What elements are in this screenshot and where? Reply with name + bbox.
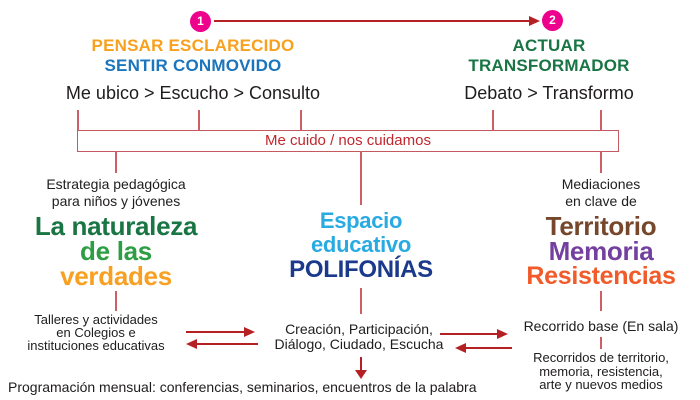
recorrido-base-label: Recorrido base (En sala) — [523, 318, 679, 334]
left-detail-connector — [115, 291, 117, 311]
recorridos-line2: memoria, resistencia, — [539, 363, 663, 379]
espacio-title-line1: Espacio — [319, 208, 403, 233]
right-branch-connector — [600, 151, 602, 173]
talleres-line1: Talleres y actividades — [34, 312, 158, 327]
naturaleza-title-line1: La naturaleza — [34, 211, 198, 241]
memoria-title: Memoria — [548, 236, 654, 266]
center-to-right-arrow-icon — [497, 329, 508, 339]
connector-tick-3 — [300, 110, 302, 130]
left-to-center-arrow-icon — [244, 327, 255, 337]
flow-arrow-shaft — [214, 20, 529, 22]
connector-tick-2 — [198, 110, 200, 130]
step-2-badge: 2 — [542, 10, 563, 31]
center-to-left-arrow-icon — [186, 339, 197, 349]
naturaleza-title-line2: de las — [80, 236, 152, 266]
me-cuido-label: Me cuido / nos cuidamos — [265, 132, 431, 149]
estrategia-line1: Estrategia pedagógica — [46, 176, 186, 192]
transformador-label: TRANSFORMADOR — [468, 56, 630, 75]
talleres-line3: instituciones educativas — [27, 338, 165, 353]
recorrido-sub-connector — [600, 337, 602, 349]
estrategia-line2: para niños y jóvenes — [51, 193, 181, 209]
right-detail-connector — [600, 291, 602, 311]
mediaciones-line2: en clave de — [565, 193, 637, 209]
talleres-block: Talleres y actividades en Colegios e ins… — [0, 313, 192, 352]
creacion-line2: Diálogo, Ciudado, Escucha — [274, 336, 444, 352]
center-to-right-arrow-shaft — [440, 333, 497, 335]
polifonias-title: POLIFONÍAS — [289, 256, 433, 283]
recorridos-line3: arte y nuevos medios — [539, 377, 663, 392]
top-right-header: ACTUAR TRANSFORMADOR Debato > Transformo — [443, 36, 655, 104]
care-band: Me cuido / nos cuidamos — [77, 130, 619, 152]
down-arrow-shaft — [360, 357, 362, 371]
talleres-line2: en Colegios e — [56, 325, 136, 340]
sentir-conmovido-label: SENTIR CONMOVIDO — [104, 56, 282, 75]
step-1-number: 1 — [197, 14, 204, 28]
creacion-line1: Creación, Participación, — [285, 321, 433, 337]
recorrido-base-block: Recorrido base (En sala) — [500, 319, 700, 333]
programacion-footer: Programación mensual: conferencias, semi… — [8, 379, 477, 395]
center-detail-connector — [360, 288, 362, 314]
left-branch-block: Estrategia pedagógica para niños y jóven… — [12, 176, 220, 289]
center-branch-block: Espacio educativo POLIFONÍAS — [260, 209, 462, 283]
mediaciones-line1: Mediaciones — [561, 176, 641, 192]
left-branch-connector — [115, 151, 117, 173]
right-to-center-arrow-icon — [455, 343, 466, 353]
step-2-number: 2 — [549, 13, 556, 27]
creacion-block: Creación, Participación, Diálogo, Ciudad… — [258, 321, 460, 352]
down-arrow-icon — [355, 370, 367, 379]
step-1-badge: 1 — [190, 11, 211, 32]
center-to-left-arrow-shaft — [197, 343, 258, 345]
connector-tick-4 — [492, 110, 494, 130]
naturaleza-title-line3: verdades — [60, 261, 172, 291]
connector-tick-1 — [77, 110, 79, 130]
espacio-title-line2: educativo — [311, 232, 411, 257]
left-to-center-arrow-shaft — [186, 331, 244, 333]
right-branch-block: Mediaciones en clave de Territorio Memor… — [495, 176, 700, 289]
territorio-title: Territorio — [545, 211, 657, 241]
recorridos-block: Recorridos de territorio, memoria, resis… — [495, 351, 700, 392]
pensar-esclarecido-label: PENSAR ESCLARECIDO — [91, 36, 295, 55]
center-branch-connector — [360, 151, 362, 205]
actuar-label: ACTUAR — [512, 36, 586, 55]
top-left-header: PENSAR ESCLARECIDO SENTIR CONMOVIDO Me u… — [38, 36, 348, 104]
flow-arrow-right-icon — [529, 16, 540, 26]
me-ubico-sequence-label: Me ubico > Escucho > Consulto — [65, 83, 321, 103]
right-to-center-arrow-shaft — [466, 347, 512, 349]
resistencias-title: Resistencias — [526, 262, 676, 290]
recorridos-line1: Recorridos de territorio, — [533, 350, 669, 365]
connector-tick-5 — [600, 110, 602, 130]
debato-sequence-label: Debato > Transformo — [464, 83, 634, 103]
